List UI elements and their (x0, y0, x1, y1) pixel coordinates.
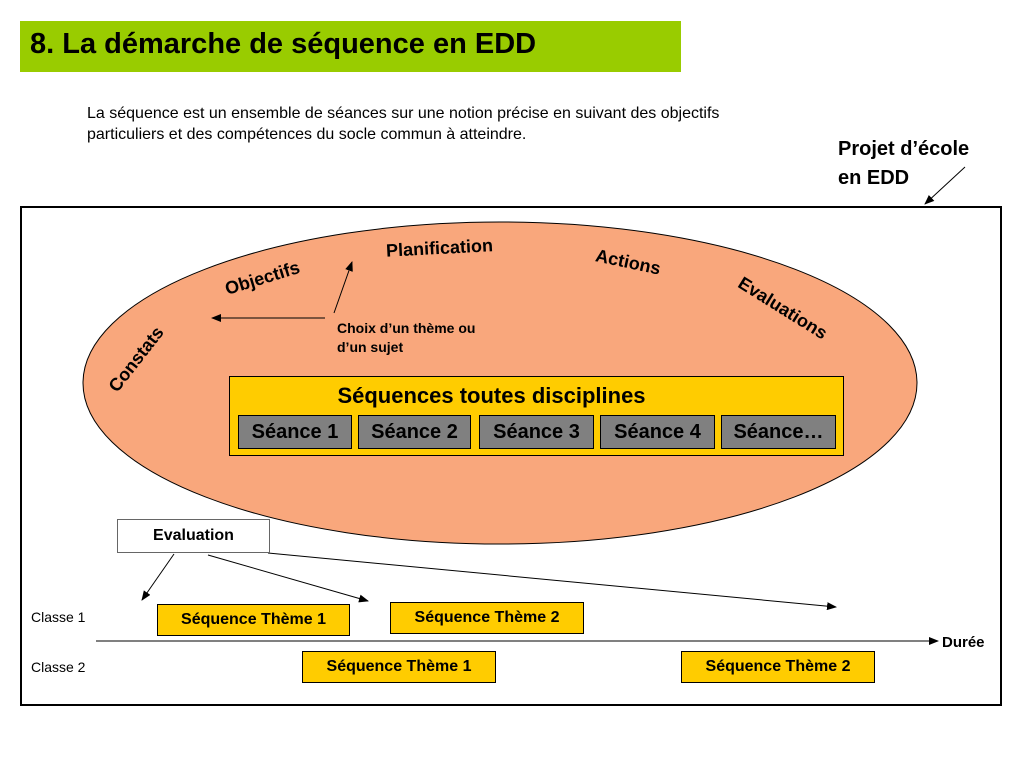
projet-label: Projet d’école en EDD (838, 135, 1018, 193)
classe1-theme2-box: Séquence Thème 2 (390, 602, 584, 634)
projet-label-line2: en EDD (838, 167, 910, 189)
sequences-box: Séquences toutes disciplines Séance 1 Sé… (229, 376, 844, 456)
intro-text: La séquence est un ensemble de séances s… (87, 105, 720, 143)
page-title: 8. La démarche de séquence en EDD (30, 28, 537, 60)
choix-line1: Choix d’un thème ou (337, 320, 476, 336)
classe2-label: Classe 2 (31, 659, 86, 675)
classe2-theme1-box: Séquence Thème 1 (302, 651, 496, 683)
eval-arrow-left (141, 553, 175, 601)
seance-box: Séance 2 (358, 415, 471, 449)
projet-arrow (924, 166, 966, 205)
main-frame (20, 206, 1002, 706)
classe2-theme2-box: Séquence Thème 2 (681, 651, 875, 683)
choix-text: Choix d’un thème ou d’un sujet (337, 319, 475, 357)
seance-box: Séance 4 (600, 415, 715, 449)
seance-box: Séance… (721, 415, 836, 449)
classe1-label: Classe 1 (31, 609, 86, 625)
seance-box: Séance 1 (238, 415, 352, 449)
title-bar: 8. La démarche de séquence en EDD (20, 21, 681, 72)
duree-label: Durée (942, 634, 985, 651)
choix-to-objectifs-arrow (333, 261, 353, 314)
classe1-theme1-box: Séquence Thème 1 (157, 604, 350, 636)
eval-arrow-middle (207, 554, 369, 603)
evaluation-box: Evaluation (117, 519, 270, 553)
seance-box: Séance 3 (479, 415, 594, 449)
eval-arrow-right (267, 552, 837, 611)
choix-line2: d’un sujet (337, 339, 404, 355)
sequences-title: Séquences toutes disciplines (337, 383, 646, 408)
projet-label-line1: Projet d’école (838, 138, 970, 160)
